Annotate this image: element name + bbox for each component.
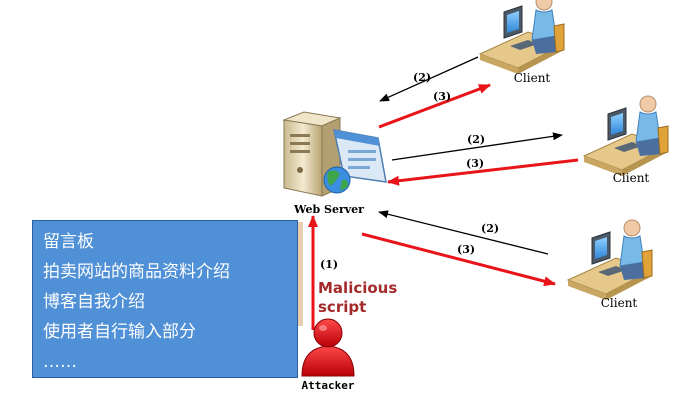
step-3-arrow-bottom (361, 232, 556, 287)
step-3-label-middle: (3) (466, 157, 484, 170)
example-item: …… (43, 352, 77, 372)
step-2-label-bottom: (2) (481, 222, 499, 235)
malicious-script-line2: script (318, 298, 366, 316)
web-server-icon (282, 111, 387, 197)
step-3-label-top: (3) (433, 90, 451, 103)
globe-icon (323, 166, 351, 194)
client-icon (583, 95, 669, 177)
example-item: 使用者自行输入部分 (43, 322, 196, 342)
step-2-arrow-middle (391, 132, 563, 161)
step-3-arrow-middle (387, 158, 579, 186)
decorative-stripe (298, 222, 303, 326)
step-1-label: (1) (320, 258, 338, 271)
attacker-icon (301, 318, 355, 377)
malicious-script-line1: Malicious (318, 279, 397, 297)
step-2-arrow-bottom (378, 210, 549, 255)
example-item: 留言板 (43, 232, 94, 252)
client-icon (479, 0, 565, 75)
attacker-label: Attacker (302, 379, 355, 392)
example-item: 拍卖网站的商品资料介绍 (43, 262, 230, 282)
step-2-arrow-top (379, 56, 479, 102)
step-3-arrow-top (378, 83, 491, 129)
client-label-1: Client (514, 71, 551, 85)
client-icon (567, 219, 653, 301)
web-server-label: Web Server (293, 203, 364, 216)
example-item: 博客自我介绍 (43, 292, 145, 312)
step-3-label-bottom: (3) (457, 243, 475, 256)
client-label-2: Client (613, 171, 650, 185)
injection-examples-box: 留言板 拍卖网站的商品资料介绍 博客自我介绍 使用者自行输入部分 …… (32, 220, 298, 378)
step-2-label-top: (2) (413, 71, 431, 84)
step-2-label-middle: (2) (467, 133, 485, 146)
client-label-3: Client (601, 296, 638, 310)
